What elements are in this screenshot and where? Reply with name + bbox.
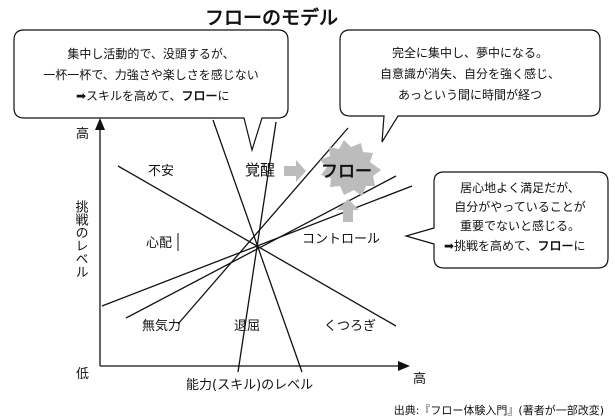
source-caption: 出典:『フロー体験入門』(著者が一部改変) (394, 403, 604, 417)
zone-worry-label: 心配 (146, 236, 172, 251)
bubble-top-line2: 自意識が消失、自分を強く感じ、 (380, 66, 560, 81)
zone-boundaries (101, 119, 413, 373)
zone-boredom-label: 退屈 (234, 319, 260, 334)
boundary-line-4 (125, 175, 397, 319)
zone-flow-label: フロー (321, 162, 372, 182)
x-axis-arrow-icon (398, 361, 410, 371)
bubble-left-line3-bold: フロー (181, 89, 217, 103)
y-axis-arrow-icon (95, 118, 105, 130)
arrow-up-to-flow-icon (337, 199, 359, 222)
boundary-line-6 (177, 127, 349, 325)
y-axis-high-label: 高 (76, 126, 89, 142)
bubble-left-line3: ➡スキルを高めて、フローに (76, 88, 230, 103)
bubble-right: 居心地よく満足だが、 自分がやっていることが 重要でないと感じる。 ➡挑戦を高め… (403, 171, 609, 269)
bubble-left-line3-prefix: ➡スキルを高めて、 (76, 88, 181, 103)
flow-burst-shape (320, 140, 381, 196)
zone-control-label: コントロール (302, 232, 380, 247)
bubble-right-line4-bold: フロー (537, 239, 573, 253)
bubble-top: 完全に集中し、夢中になる。 自意識が消失、自分を強く感じ、 あっという間に時間が… (339, 29, 601, 143)
bubble-left-shape (13, 29, 289, 153)
diagram-title: フローのモデル (205, 6, 338, 29)
bubble-right-line4-prefix: ➡挑戦を高めて、 (444, 238, 537, 253)
bubble-right-line1: 居心地よく満足だが、 (460, 180, 580, 195)
zone-arousal-label: 覚醒 (245, 161, 275, 179)
bubble-left-line1: 集中し活動的で、没頭するが、 (67, 46, 234, 61)
x-axis-high-label: 高 (413, 371, 426, 387)
bubble-right-line2: 自分がやっていることが (454, 199, 585, 214)
axes (95, 118, 410, 371)
bubble-left-line3-suffix: に (217, 89, 229, 103)
arrow-right-to-flow-icon (284, 160, 306, 182)
bubble-top-line3: あっという間に時間が経つ (398, 87, 542, 102)
boundary-line-1 (237, 121, 277, 373)
bubble-top-shape (339, 29, 601, 143)
bubble-right-line3: 重要でないと感じる。 (460, 218, 580, 233)
y-axis-low-label: 低 (76, 367, 89, 382)
bubble-right-line4: ➡挑戦を高めて、フローに (444, 238, 586, 253)
bubble-left-line2: 一杯一杯で、力強さや楽しさを感じない (43, 67, 259, 82)
zone-apathy-label: 無気力 (142, 318, 181, 334)
bubble-top-line1: 完全に集中し、夢中になる。 (392, 45, 548, 60)
zone-anxiety-label: 不安 (148, 164, 174, 179)
bubble-left: 集中し活動的で、没頭するが、 一杯一杯で、力強さや楽しさを感じない ➡スキルを高… (13, 29, 289, 153)
bubble-right-line4-suffix: に (573, 239, 585, 253)
bubble-right-shape (403, 171, 609, 269)
y-axis-label: 挑戦のレベル (73, 200, 89, 278)
zone-relaxation-label: くつろぎ (324, 319, 376, 334)
boundary-line-5 (101, 185, 413, 307)
x-axis-label: 能力(スキル)のレベル (186, 378, 313, 393)
